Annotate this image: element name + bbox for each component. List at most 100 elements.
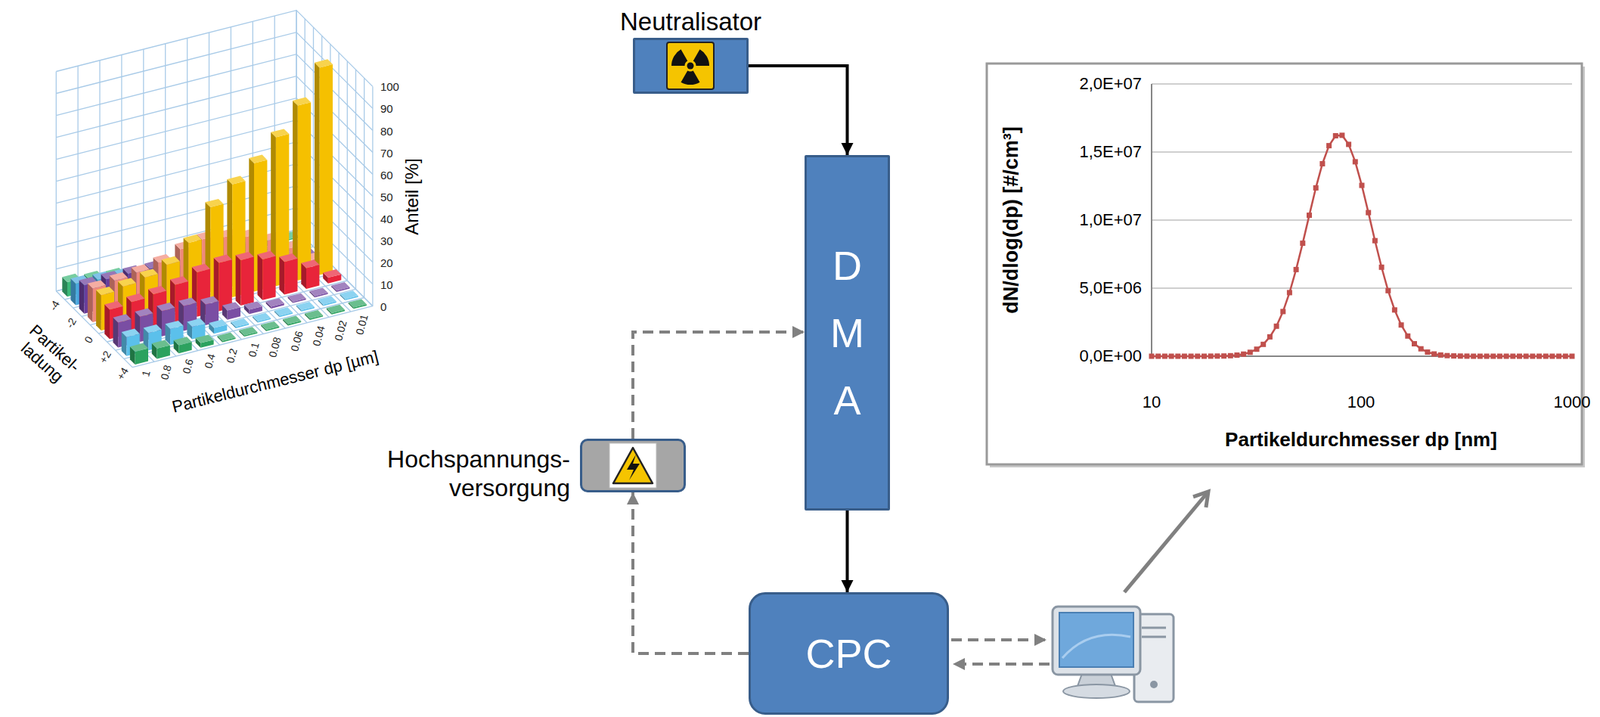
device-box: CPC	[748, 592, 949, 715]
label-holder: 10	[380, 277, 394, 291]
label-holder: 80	[380, 124, 394, 137]
data-point	[1240, 351, 1247, 357]
label-holder: 100	[1347, 392, 1376, 413]
drive-slot	[1141, 626, 1166, 630]
data-point	[1221, 353, 1227, 359]
plot-axis-label: 100	[1347, 392, 1376, 412]
bar-top	[296, 301, 315, 311]
label-holder: -4	[46, 298, 63, 314]
label-holder: 50	[380, 189, 394, 203]
grid-line	[99, 60, 100, 280]
label-holder: 0.08	[266, 335, 284, 359]
data-point	[1385, 288, 1391, 294]
chart-axis-label: 0.4	[201, 352, 218, 370]
bar-top	[195, 334, 214, 343]
bar-side	[104, 304, 110, 340]
label-holder: 0.4	[201, 352, 218, 370]
data-point	[1194, 353, 1200, 360]
data-point	[1536, 353, 1542, 360]
label-holder: 0.6	[180, 357, 196, 376]
drive-slot	[1141, 635, 1166, 639]
label-holder: 0,0E+00	[1079, 346, 1142, 366]
data-point	[1345, 141, 1352, 147]
bar-top	[143, 324, 162, 333]
label-holder: +2	[96, 348, 114, 366]
label-holder: Partikel- ladung	[8, 316, 88, 394]
data-point	[1319, 161, 1325, 167]
data-point	[1470, 353, 1476, 360]
bar-top	[274, 306, 293, 316]
plot-axis-label: Partikeldurchmesser dp [nm]	[1224, 427, 1498, 451]
bar-side	[79, 279, 85, 314]
data-point	[1326, 142, 1332, 149]
chart-axis-label: 0	[81, 334, 96, 346]
bar-side	[292, 100, 298, 281]
plot-axis-label: 1,0E+07	[1079, 210, 1142, 230]
label-holder: 1000	[1553, 392, 1591, 413]
chart-axis-label: 0.08	[266, 335, 284, 359]
monitor	[1052, 606, 1141, 675]
radiation-plate	[666, 42, 714, 90]
data-point	[1333, 133, 1339, 139]
screen-glare	[1062, 634, 1131, 658]
bar-top	[314, 58, 333, 68]
grid-line	[124, 297, 365, 360]
data-point	[1299, 240, 1306, 246]
data-point	[1254, 346, 1260, 352]
bar-top	[222, 301, 241, 311]
chart-axis-label: 50	[380, 189, 394, 203]
data-link	[951, 638, 1047, 642]
plot-axis-label: 1000	[1553, 392, 1591, 412]
data-point	[1247, 349, 1253, 355]
bar-top	[252, 313, 271, 322]
bar-top	[151, 340, 171, 349]
grid-line	[313, 27, 314, 247]
bar-top	[326, 304, 345, 314]
label-holder: 0.02	[331, 319, 350, 342]
data-point	[1503, 353, 1510, 360]
data-point	[1477, 353, 1483, 360]
bar-top	[170, 275, 189, 285]
bar-top	[266, 297, 285, 307]
grid-line	[355, 69, 357, 289]
bar-top	[279, 253, 298, 262]
size-distribution-curve	[1149, 132, 1576, 359]
label-holder: 1,0E+07	[1079, 210, 1142, 230]
data-point	[1529, 353, 1535, 360]
plot-axis-label: 2,0E+07	[1079, 74, 1142, 94]
data-point	[1227, 353, 1234, 359]
grid-line	[55, 71, 57, 292]
label-holder: 2,0E+07	[1079, 74, 1142, 94]
label-holder: 1	[139, 368, 152, 379]
label-holder: Partikeldurchmesser dp [nm]	[1224, 427, 1498, 452]
data-point	[1444, 353, 1450, 359]
label-holder: dN/dlog(dp) [#/cm³]	[999, 126, 1024, 314]
bar-top	[235, 251, 255, 261]
bar-top	[165, 320, 184, 329]
data-point	[1464, 353, 1470, 359]
bar-top	[244, 300, 263, 310]
chart-axis-label: 90	[380, 102, 394, 115]
label-holder: 40	[380, 211, 394, 225]
chart-axis-label: 70	[380, 145, 394, 159]
chart-grid	[55, 10, 373, 368]
bar-top	[270, 128, 289, 137]
label-holder: 10	[1142, 392, 1161, 413]
device-box: D M A	[804, 155, 890, 511]
data-point	[1162, 353, 1168, 360]
data-point	[1181, 353, 1188, 360]
label-holder: -2	[63, 315, 79, 330]
data-point	[1149, 353, 1155, 360]
chart-axis-label: +2	[96, 348, 114, 366]
y-axis	[1150, 83, 1153, 357]
trefoil-blade	[671, 49, 688, 66]
data-point	[1188, 353, 1194, 360]
node-label: D M A	[827, 232, 869, 435]
line-chart-panel	[986, 63, 1585, 468]
bar-top	[318, 296, 337, 305]
data-point	[1490, 353, 1496, 360]
chart-axis-label: 0.01	[353, 313, 372, 336]
high-voltage-symbol	[609, 443, 657, 488]
bar-front	[319, 64, 333, 276]
chart-axis-label: -4	[46, 298, 63, 314]
